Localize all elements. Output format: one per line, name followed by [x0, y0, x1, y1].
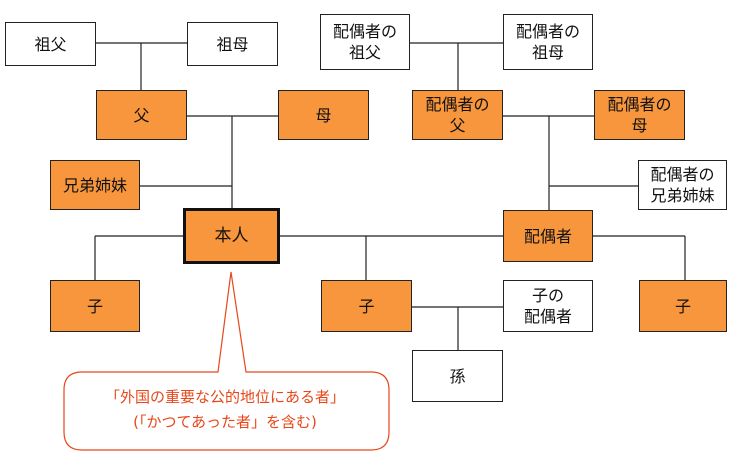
node-grandfather: 祖父 — [5, 22, 96, 66]
node-spouse-father: 配偶者の 父 — [412, 90, 503, 140]
node-child-middle: 子 — [321, 280, 412, 332]
callout-line-2: (「かつてあった者」を含む) — [133, 413, 317, 431]
node-grandchild: 孫 — [412, 350, 503, 402]
node-child-spouse: 子の 配偶者 — [503, 280, 593, 332]
node-spouse-mother: 配偶者の 母 — [594, 90, 685, 140]
node-mother: 母 — [278, 90, 369, 140]
node-father: 父 — [96, 90, 187, 140]
callout-text: 「外国の重要な公的地位にある者」 (「かつてあった者」を含む) — [60, 385, 390, 435]
node-siblings: 兄弟姉妹 — [50, 160, 140, 210]
node-spouse-siblings: 配偶者の 兄弟姉妹 — [638, 160, 727, 210]
node-child-right: 子 — [639, 280, 727, 332]
node-child-left: 子 — [50, 280, 140, 332]
node-spouse-grandmother: 配偶者の 祖母 — [503, 14, 593, 70]
callout-bubble — [63, 271, 390, 451]
node-spouse-grandfather: 配偶者の 祖父 — [320, 14, 410, 70]
callout-line-1: 「外国の重要な公的地位にある者」 — [104, 388, 345, 406]
node-spouse: 配偶者 — [503, 210, 593, 262]
node-grandmother: 祖母 — [187, 22, 278, 66]
node-self: 本人 — [183, 208, 280, 264]
